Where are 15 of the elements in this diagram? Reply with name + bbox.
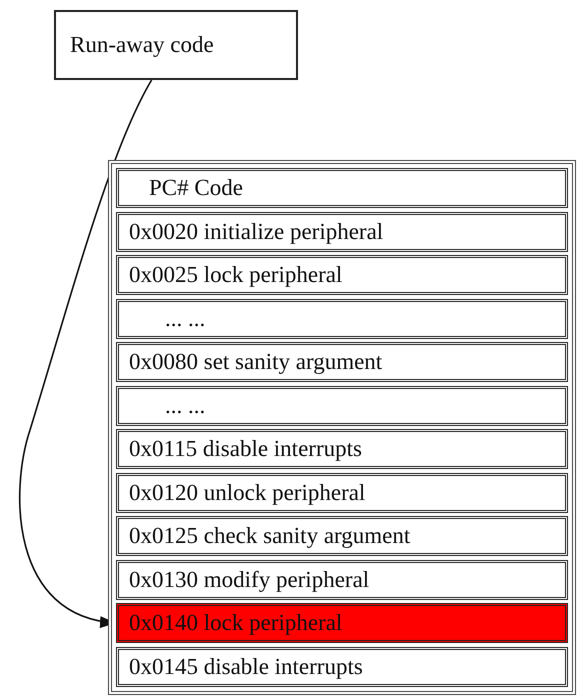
table-header-row: PC# Code (116, 168, 568, 208)
table-row: 0x0025 lock peripheral (116, 255, 568, 295)
table-row: 0x0080 set sanity argument (116, 342, 568, 382)
table-row: 0x0115 disable interrupts (116, 429, 568, 469)
code-box: Run-away code (54, 10, 298, 80)
table-row: 0x0120 unlock peripheral (116, 472, 568, 512)
table-row: 0x0145 disable interrupts (116, 646, 568, 686)
table-row: 0x0125 check sanity argument (116, 516, 568, 556)
highlighted-table-row: 0x0140 lock peripheral (116, 603, 568, 643)
table-row: ... ... (116, 386, 568, 426)
table-row: 0x0130 modify peripheral (116, 560, 568, 600)
memory-table (108, 160, 576, 695)
table-row: 0x0020 initialize peripheral (116, 212, 568, 252)
table-row: ... ... (116, 298, 568, 338)
arrow (19, 80, 152, 626)
